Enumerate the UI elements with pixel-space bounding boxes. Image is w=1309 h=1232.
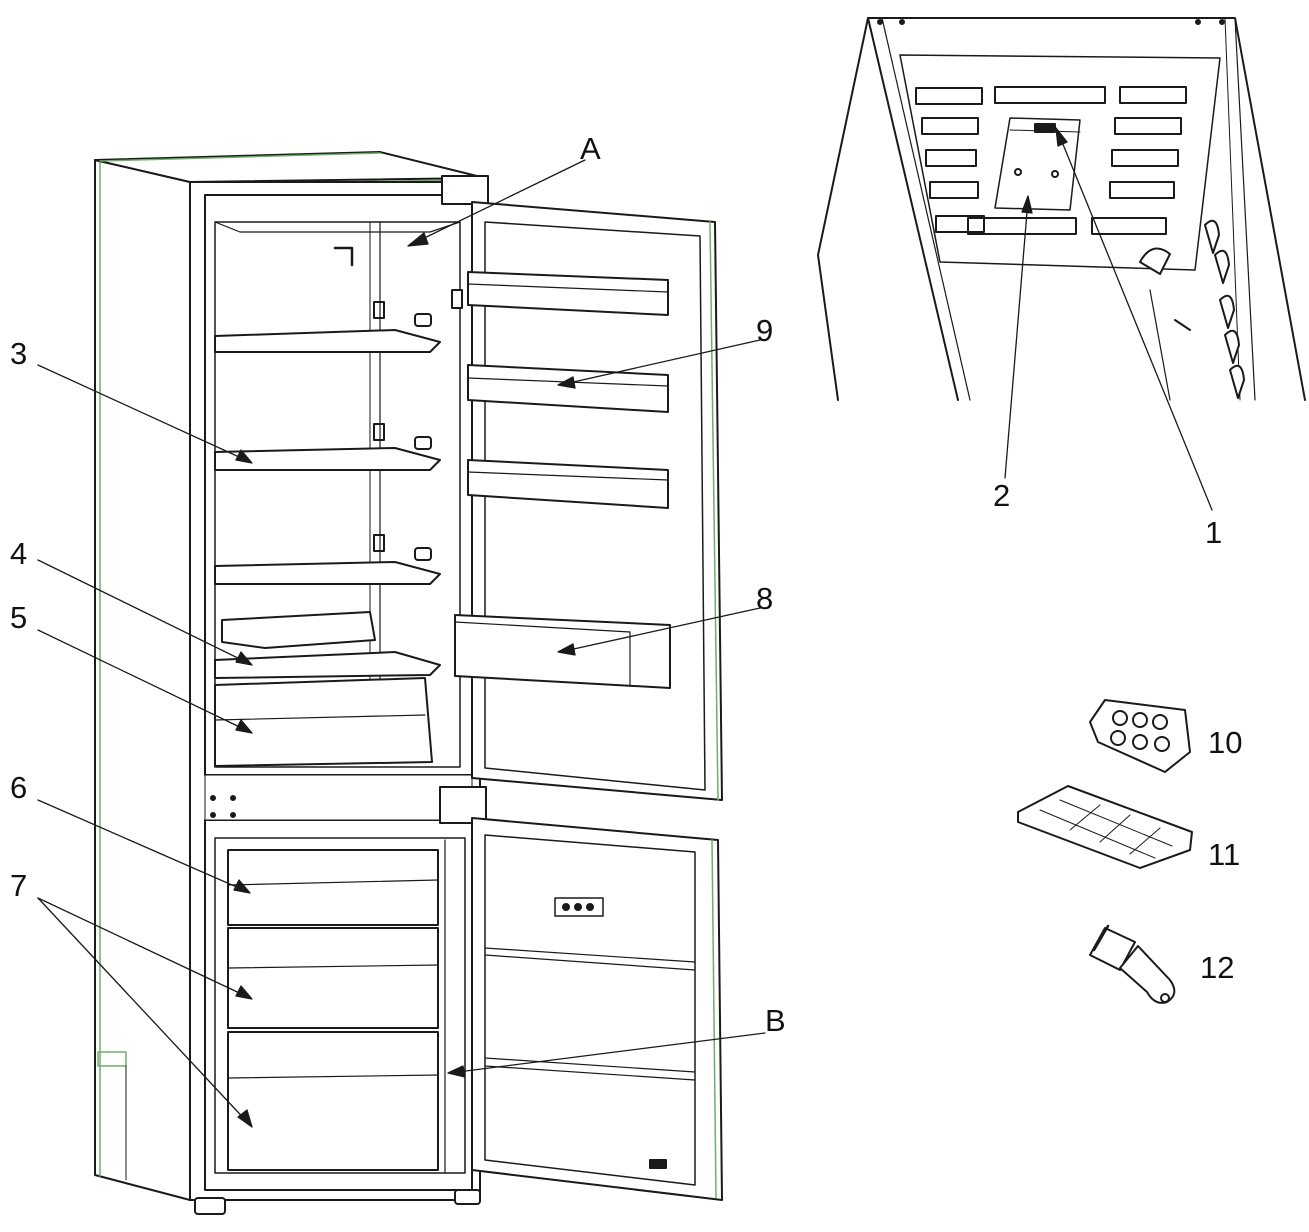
label-b: B	[765, 1003, 786, 1038]
hinge-middle	[439, 786, 487, 824]
label-7: 7	[10, 868, 28, 903]
label-5: 5	[10, 600, 28, 635]
label-6: 6	[10, 770, 28, 805]
label-4: 4	[10, 536, 28, 571]
hinge-top	[441, 175, 489, 309]
ice-tray-icon	[1017, 785, 1193, 869]
label-10: 10	[1208, 725, 1243, 760]
label-11: 11	[1208, 837, 1241, 872]
label-3: 3	[10, 336, 28, 371]
freezer-door	[471, 817, 723, 1201]
label-9: 9	[756, 313, 774, 348]
inset-ceiling-view	[817, 17, 1306, 401]
label-1: 1	[1205, 515, 1223, 550]
fridge-cabinet	[94, 151, 486, 1215]
fridge-door	[454, 201, 723, 801]
label-a: A	[580, 131, 601, 166]
label-2: 2	[993, 478, 1011, 513]
label-12: 12	[1200, 950, 1235, 985]
label-8: 8	[756, 581, 774, 616]
callout-lines	[37, 127, 1213, 1128]
egg-tray-icon	[1089, 699, 1191, 773]
ice-scraper-icon	[1089, 924, 1176, 1004]
